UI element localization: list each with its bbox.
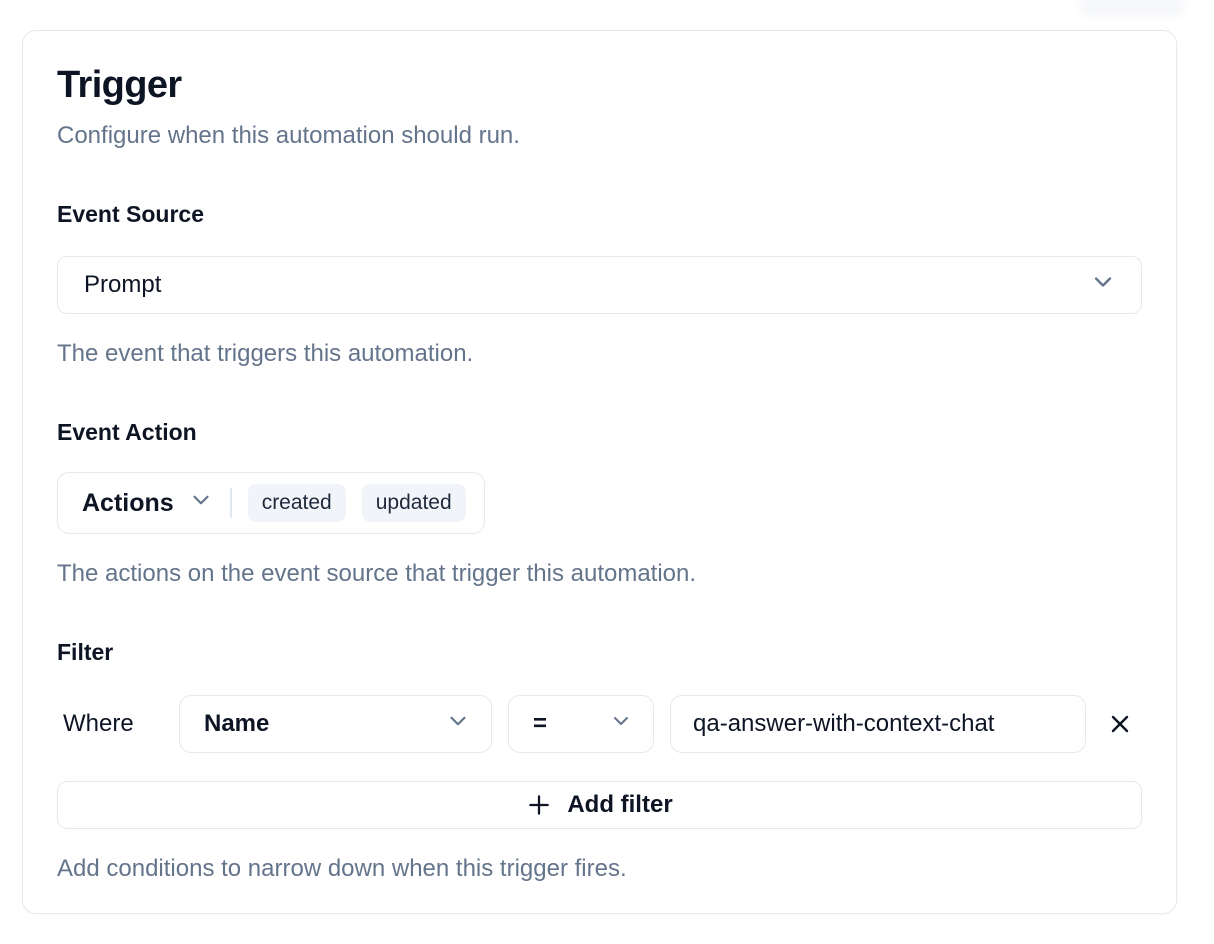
event-action-helper: The actions on the event source that tri… xyxy=(57,560,697,587)
close-icon xyxy=(1106,710,1134,738)
event-action-badge: created xyxy=(247,484,346,522)
event-source-selected-value: Prompt xyxy=(84,271,162,298)
filter-field-select[interactable]: Name xyxy=(179,695,492,753)
filter-helper: Add conditions to narrow down when this … xyxy=(57,855,627,882)
filter-condition-row: Where Name = xyxy=(57,695,1142,753)
event-action-badge: updated xyxy=(361,484,466,522)
divider xyxy=(229,488,232,518)
event-source-label: Event Source xyxy=(57,201,204,227)
actions-dropdown-trigger[interactable]: Actions xyxy=(82,487,214,520)
event-source-helper: The event that triggers this automation. xyxy=(57,340,474,367)
page-subtitle: Configure when this automation should ru… xyxy=(57,122,520,149)
page-title: Trigger xyxy=(57,64,182,106)
plus-icon xyxy=(526,792,552,818)
where-label: Where xyxy=(63,710,134,737)
filter-operator-selected-value: = xyxy=(533,710,548,737)
filter-label: Filter xyxy=(57,639,114,665)
actions-dropdown-label: Actions xyxy=(82,488,174,517)
faded-artifact xyxy=(1080,0,1184,18)
filter-operator-select[interactable]: = xyxy=(508,695,654,753)
event-source-select[interactable]: Prompt xyxy=(57,256,1142,314)
add-filter-button-label: Add filter xyxy=(567,791,673,818)
remove-filter-button[interactable] xyxy=(1098,702,1142,746)
event-action-multiselect[interactable]: Actions created updated xyxy=(57,472,485,534)
trigger-card: Trigger Configure when this automation s… xyxy=(22,30,1177,914)
filter-value-input[interactable] xyxy=(670,695,1086,753)
chevron-down-icon xyxy=(1089,268,1117,303)
chevron-down-icon xyxy=(609,709,633,740)
filter-field-selected-value: Name xyxy=(204,710,270,737)
chevron-down-icon xyxy=(445,708,471,741)
chevron-down-icon xyxy=(188,487,214,520)
event-action-label: Event Action xyxy=(57,419,197,445)
add-filter-button[interactable]: Add filter xyxy=(57,781,1142,829)
